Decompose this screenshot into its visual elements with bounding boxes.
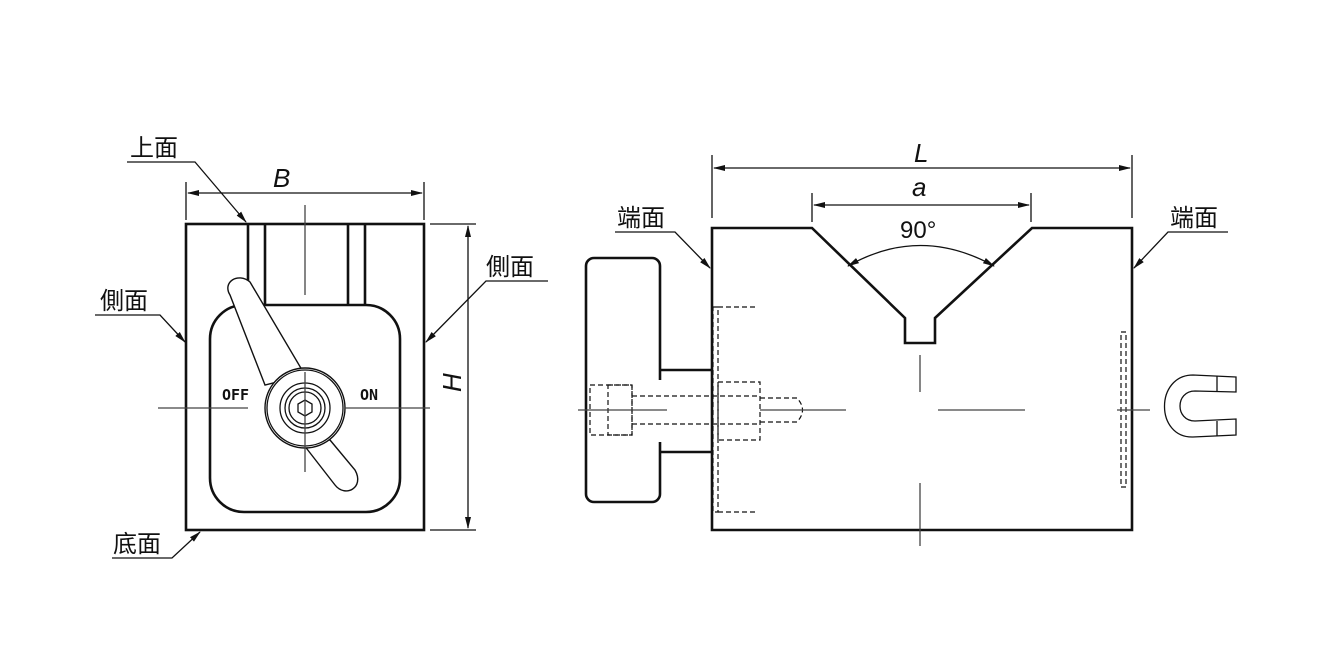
front-view: OFF ON B H 上面 側面 側面 底面: [95, 135, 548, 559]
dimension-a: a: [811, 172, 1032, 222]
center-lines-side: [578, 355, 1150, 546]
dim-h-label: H: [437, 373, 467, 392]
top-slot: [246, 224, 367, 305]
angle-label: 90°: [900, 217, 936, 244]
dim-b-label: B: [273, 163, 290, 193]
block-body-side: [710, 226, 1134, 532]
dim-a-label: a: [912, 172, 926, 202]
center-lines: [158, 205, 430, 472]
label-bottom-face: 底面: [113, 531, 161, 558]
hidden-lines: [589, 306, 1127, 513]
dimension-l: L: [711, 138, 1133, 218]
angle-dimension: 90°: [847, 217, 995, 267]
label-end-face-left: 端面: [617, 205, 665, 232]
label-top-face: 上面: [130, 135, 178, 162]
switch-on-label: ON: [360, 386, 378, 404]
leaders-front: [95, 161, 548, 559]
magnet-icon: [1163, 374, 1237, 438]
label-end-face-right: 端面: [1170, 205, 1218, 232]
switch-lever[interactable]: [227, 277, 359, 492]
knob[interactable]: [584, 256, 712, 504]
dimension-h: H: [430, 223, 476, 531]
dim-l-label: L: [914, 138, 928, 168]
leaders-side: [615, 231, 1228, 269]
switch-off-label: OFF: [222, 386, 249, 404]
label-side-face-right: 側面: [486, 254, 534, 281]
label-side-face-left: 側面: [100, 288, 148, 315]
dimension-b: B: [185, 163, 425, 220]
side-view: L a 90° 端面 端面: [578, 138, 1237, 546]
